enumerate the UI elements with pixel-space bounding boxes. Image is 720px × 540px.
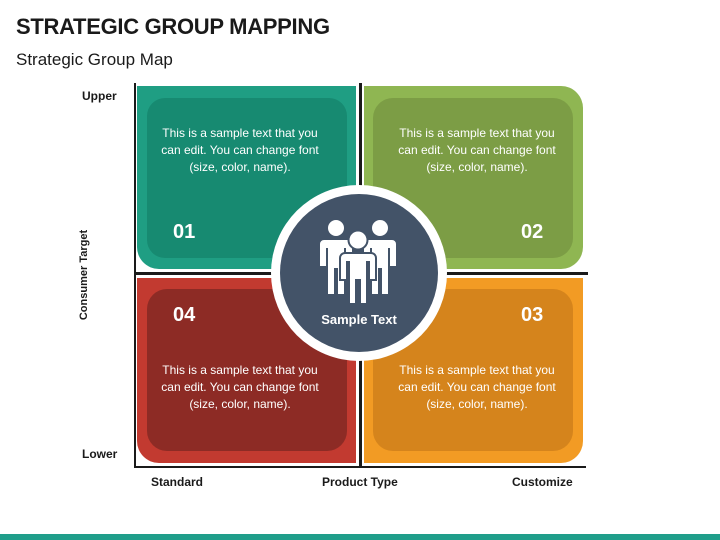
- page-subtitle: Strategic Group Map: [16, 50, 173, 69]
- quadrant-04-text: This is a sample text that you can edit.…: [161, 363, 319, 411]
- y-axis-title: Consumer Target: [78, 229, 90, 321]
- x-axis-right-label: Customize: [512, 475, 573, 489]
- bottom-accent-bar: [0, 534, 720, 540]
- quadrant-03-text: This is a sample text that you can edit.…: [398, 363, 556, 411]
- y-axis-top-label: Upper: [82, 89, 117, 103]
- page-title: STRATEGIC GROUP MAPPING: [16, 14, 330, 39]
- people-group-icon: [320, 220, 396, 305]
- center-label: Sample Text: [321, 312, 397, 327]
- center-badge: Sample Text: [271, 185, 447, 361]
- quadrant-02-text: This is a sample text that you can edit.…: [398, 126, 556, 174]
- y-axis-line: [134, 83, 136, 468]
- quadrant-04-number: 04: [173, 304, 196, 326]
- y-axis-bottom-label: Lower: [82, 447, 118, 461]
- x-axis-left-label: Standard: [151, 475, 204, 489]
- quadrant-01-text: This is a sample text that you can edit.…: [161, 126, 319, 174]
- center-badge-inner: Sample Text: [280, 194, 438, 352]
- quadrant-02-number: 02: [521, 221, 544, 243]
- quadrant-03-number: 03: [521, 304, 544, 326]
- quadrant-01-number: 01: [173, 221, 196, 243]
- x-axis-title: Product Type: [322, 475, 398, 489]
